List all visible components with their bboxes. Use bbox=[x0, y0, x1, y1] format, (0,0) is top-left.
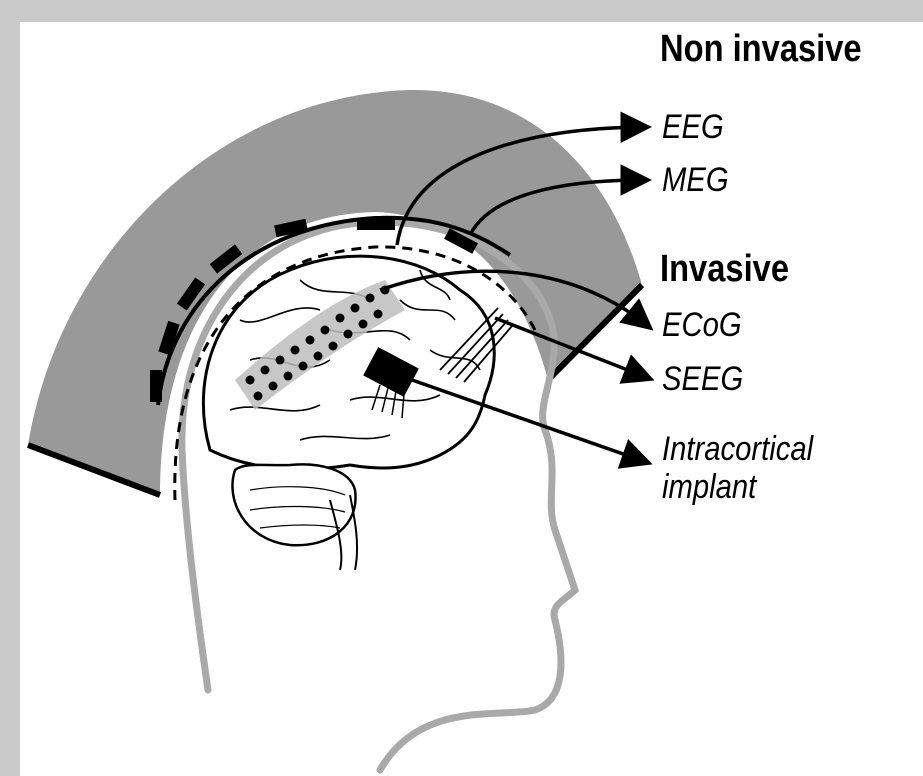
label-seeg: SEEG bbox=[662, 362, 743, 396]
label-meg: MEG bbox=[662, 163, 729, 197]
label-eeg: EEG bbox=[662, 110, 724, 144]
label-intracortical-implant: Intracortical implant bbox=[662, 430, 886, 506]
invasive-heading: Invasive bbox=[660, 250, 789, 288]
noninvasive-heading: Non invasive bbox=[660, 30, 862, 68]
brain bbox=[203, 256, 494, 570]
label-ecog: ECoG bbox=[662, 308, 742, 342]
